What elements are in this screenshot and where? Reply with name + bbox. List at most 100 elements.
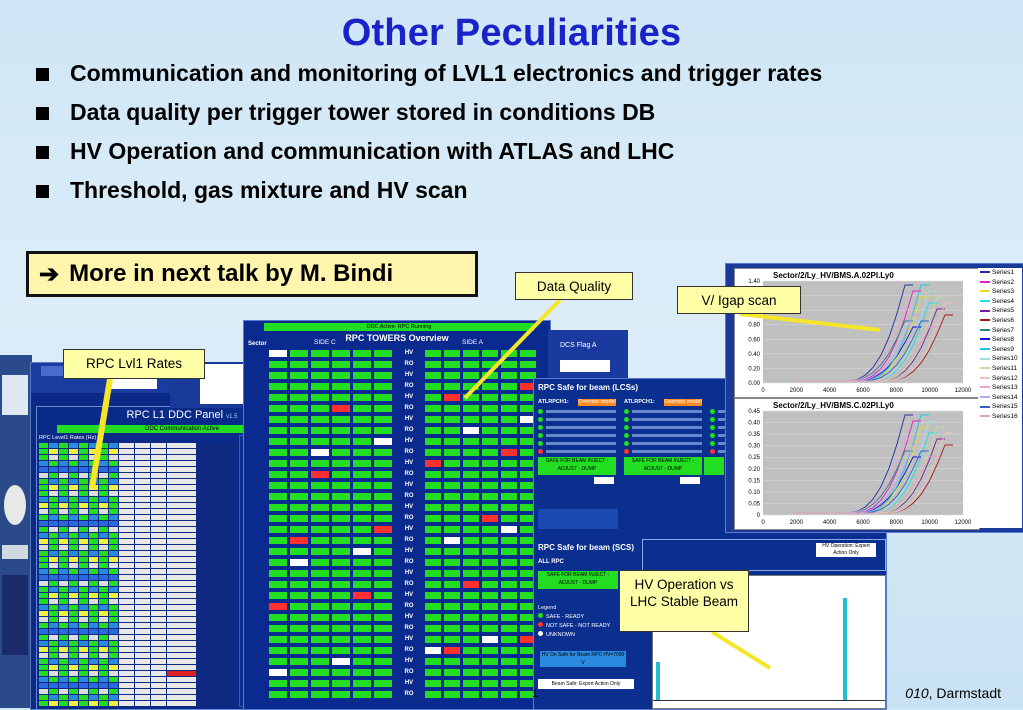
tower-cell[interactable] — [331, 492, 351, 501]
tower-cell[interactable] — [424, 459, 442, 468]
tower-cell[interactable] — [500, 349, 518, 358]
tower-cell[interactable] — [462, 470, 480, 479]
tower-cell[interactable] — [310, 580, 330, 589]
tower-cell[interactable] — [310, 371, 330, 380]
tower-cell[interactable] — [500, 613, 518, 622]
tower-cell[interactable] — [500, 382, 518, 391]
tower-cell[interactable] — [481, 580, 499, 589]
tower-cell[interactable] — [352, 569, 372, 578]
tower-cell[interactable] — [443, 503, 461, 512]
tower-cell[interactable] — [481, 360, 499, 369]
tower-cell[interactable] — [268, 404, 288, 413]
tower-cell[interactable] — [519, 360, 537, 369]
tower-cell[interactable] — [268, 536, 288, 545]
tower-cell[interactable] — [268, 426, 288, 435]
tower-cell[interactable] — [462, 349, 480, 358]
tower-cell[interactable] — [310, 525, 330, 534]
tower-cell[interactable] — [352, 536, 372, 545]
tower-cell[interactable] — [481, 404, 499, 413]
tower-cell[interactable] — [331, 646, 351, 655]
tower-cell[interactable] — [289, 613, 309, 622]
tower-cell[interactable] — [373, 624, 393, 633]
tower-cell[interactable] — [289, 371, 309, 380]
tower-cell[interactable] — [310, 624, 330, 633]
tower-cell[interactable] — [443, 635, 461, 644]
tower-cell[interactable] — [481, 624, 499, 633]
tower-cell[interactable] — [310, 613, 330, 622]
tower-cell[interactable] — [443, 613, 461, 622]
tower-cell[interactable] — [500, 668, 518, 677]
tower-cell[interactable] — [462, 404, 480, 413]
tower-cell[interactable] — [268, 580, 288, 589]
tower-cell[interactable] — [268, 525, 288, 534]
tower-cell[interactable] — [500, 646, 518, 655]
tower-cell[interactable] — [310, 514, 330, 523]
tower-cell[interactable] — [352, 426, 372, 435]
tower-cell[interactable] — [424, 492, 442, 501]
tower-cell[interactable] — [481, 470, 499, 479]
tower-cell[interactable] — [481, 613, 499, 622]
tower-cell[interactable] — [268, 602, 288, 611]
tower-cell[interactable] — [500, 393, 518, 402]
tower-cell[interactable] — [268, 503, 288, 512]
tower-cell[interactable] — [310, 459, 330, 468]
tower-cell[interactable] — [443, 492, 461, 501]
tower-cell[interactable] — [373, 459, 393, 468]
tower-cell[interactable] — [373, 470, 393, 479]
tower-cell[interactable] — [500, 371, 518, 380]
tower-cell[interactable] — [268, 646, 288, 655]
tower-cell[interactable] — [481, 382, 499, 391]
tower-cell[interactable] — [310, 503, 330, 512]
tower-cell[interactable] — [481, 536, 499, 545]
tower-cell[interactable] — [424, 514, 442, 523]
tower-cell[interactable] — [331, 569, 351, 578]
override-button-2[interactable]: Override model — [664, 399, 702, 406]
tower-cell[interactable] — [331, 415, 351, 424]
tower-cell[interactable] — [373, 646, 393, 655]
tower-cell[interactable] — [443, 470, 461, 479]
tower-cell[interactable] — [462, 525, 480, 534]
tower-cell[interactable] — [500, 448, 518, 457]
tower-cell[interactable] — [443, 448, 461, 457]
tower-cell[interactable] — [443, 349, 461, 358]
tower-cell[interactable] — [462, 393, 480, 402]
tower-cell[interactable] — [373, 690, 393, 699]
tower-cell[interactable] — [424, 393, 442, 402]
tower-cell[interactable] — [424, 525, 442, 534]
tower-cell[interactable] — [289, 415, 309, 424]
tower-cell[interactable] — [289, 448, 309, 457]
tower-cell[interactable] — [462, 657, 480, 666]
tower-cell[interactable] — [462, 481, 480, 490]
tower-cell[interactable] — [331, 668, 351, 677]
tower-cell[interactable] — [443, 536, 461, 545]
tower-cell[interactable] — [268, 481, 288, 490]
tower-cell[interactable] — [289, 382, 309, 391]
tower-cell[interactable] — [481, 690, 499, 699]
tower-cell[interactable] — [289, 547, 309, 556]
tower-cell[interactable] — [443, 558, 461, 567]
tower-cell[interactable] — [289, 602, 309, 611]
tower-cell[interactable] — [289, 657, 309, 666]
tower-cell[interactable] — [289, 492, 309, 501]
tower-cell[interactable] — [443, 690, 461, 699]
tower-cell[interactable] — [289, 624, 309, 633]
tower-cell[interactable] — [268, 591, 288, 600]
tower-cell[interactable] — [352, 679, 372, 688]
tower-cell[interactable] — [500, 602, 518, 611]
tower-cell[interactable] — [310, 360, 330, 369]
tower-cell[interactable] — [500, 492, 518, 501]
tower-cell[interactable] — [481, 602, 499, 611]
tower-cell[interactable] — [462, 602, 480, 611]
tower-cell[interactable] — [481, 426, 499, 435]
tower-cell[interactable] — [373, 437, 393, 446]
tower-cell[interactable] — [462, 503, 480, 512]
tower-cell[interactable] — [373, 393, 393, 402]
tower-cell[interactable] — [352, 503, 372, 512]
tower-cell[interactable] — [443, 371, 461, 380]
tower-cell[interactable] — [310, 569, 330, 578]
tower-cell[interactable] — [352, 459, 372, 468]
tower-cell[interactable] — [500, 437, 518, 446]
tower-cell[interactable] — [268, 382, 288, 391]
tower-cell[interactable] — [331, 503, 351, 512]
tower-cell[interactable] — [373, 591, 393, 600]
